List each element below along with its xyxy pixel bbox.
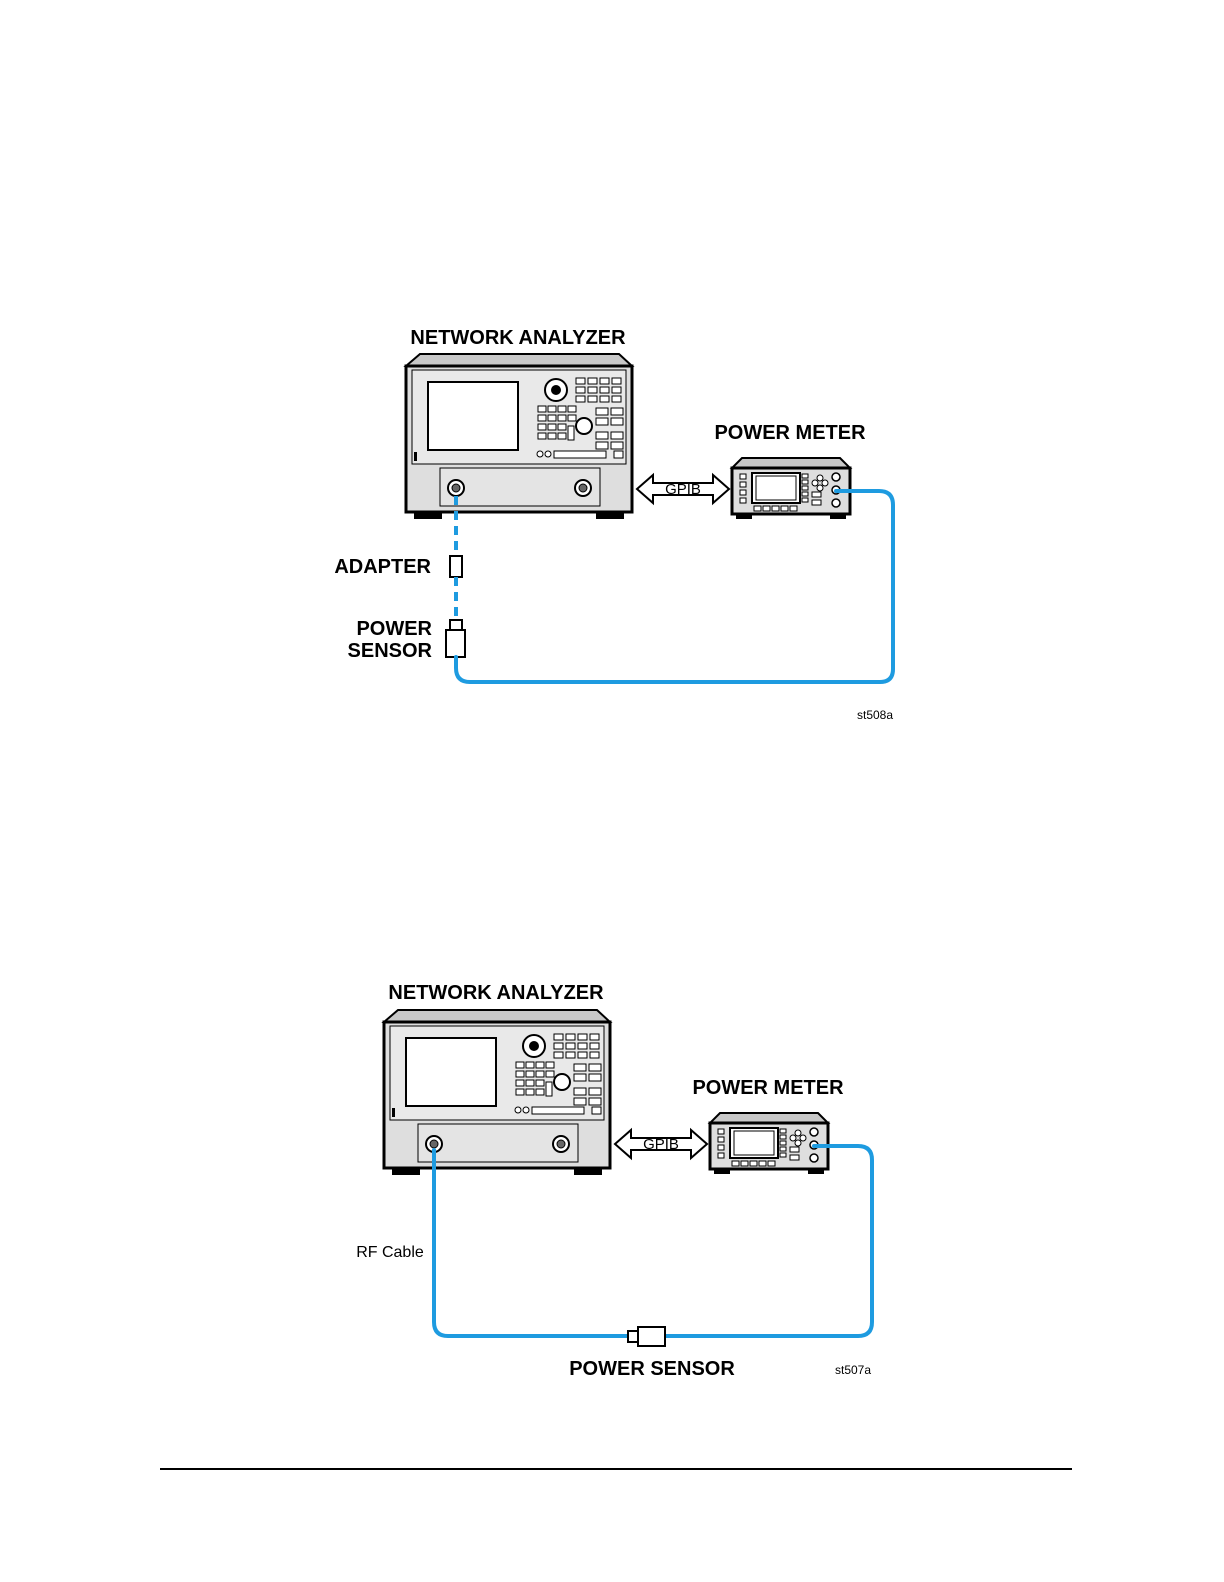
power-meter-instrument [732,458,850,519]
network-analyzer-label: NETWORK ANALYZER [410,327,626,349]
power-meter-label: POWER METER [692,1077,844,1099]
network-analyzer-instrument [406,354,632,519]
adapter-icon [450,556,462,577]
power-sensor-icon [446,620,465,657]
figure-2-diagram: NETWORK ANALYZER POWER METER GPIB RF Cab… [356,982,872,1380]
sensor-cable [665,1146,872,1336]
adapter-label: ADAPTER [334,556,431,578]
power-sensor-label: POWER SENSOR [569,1358,735,1380]
gpib-label: GPIB [643,1136,679,1153]
figure-id-label: st507a [835,1363,871,1377]
network-analyzer-label: NETWORK ANALYZER [388,982,604,1004]
power-meter-instrument [710,1113,828,1174]
gpib-bus-arrow: GPIB [615,1130,707,1158]
power-sensor-label-line1: POWER [356,618,432,640]
gpib-bus-arrow: GPIB [637,475,729,503]
sensor-cable [456,491,893,682]
figure-id-label: st508a [857,708,893,722]
network-analyzer-instrument [384,1010,610,1175]
power-meter-label: POWER METER [714,422,866,444]
power-sensor-label-line2: SENSOR [348,640,433,662]
power-sensor-icon [628,1327,665,1346]
footer-rule [160,1468,1072,1470]
gpib-label: GPIB [665,481,701,498]
rf-cable [434,1150,628,1336]
rf-cable-label: RF Cable [356,1244,424,1261]
figure-1-diagram: NETWORK ANALYZER POWER METER GPIB ADAPTE… [334,327,893,722]
